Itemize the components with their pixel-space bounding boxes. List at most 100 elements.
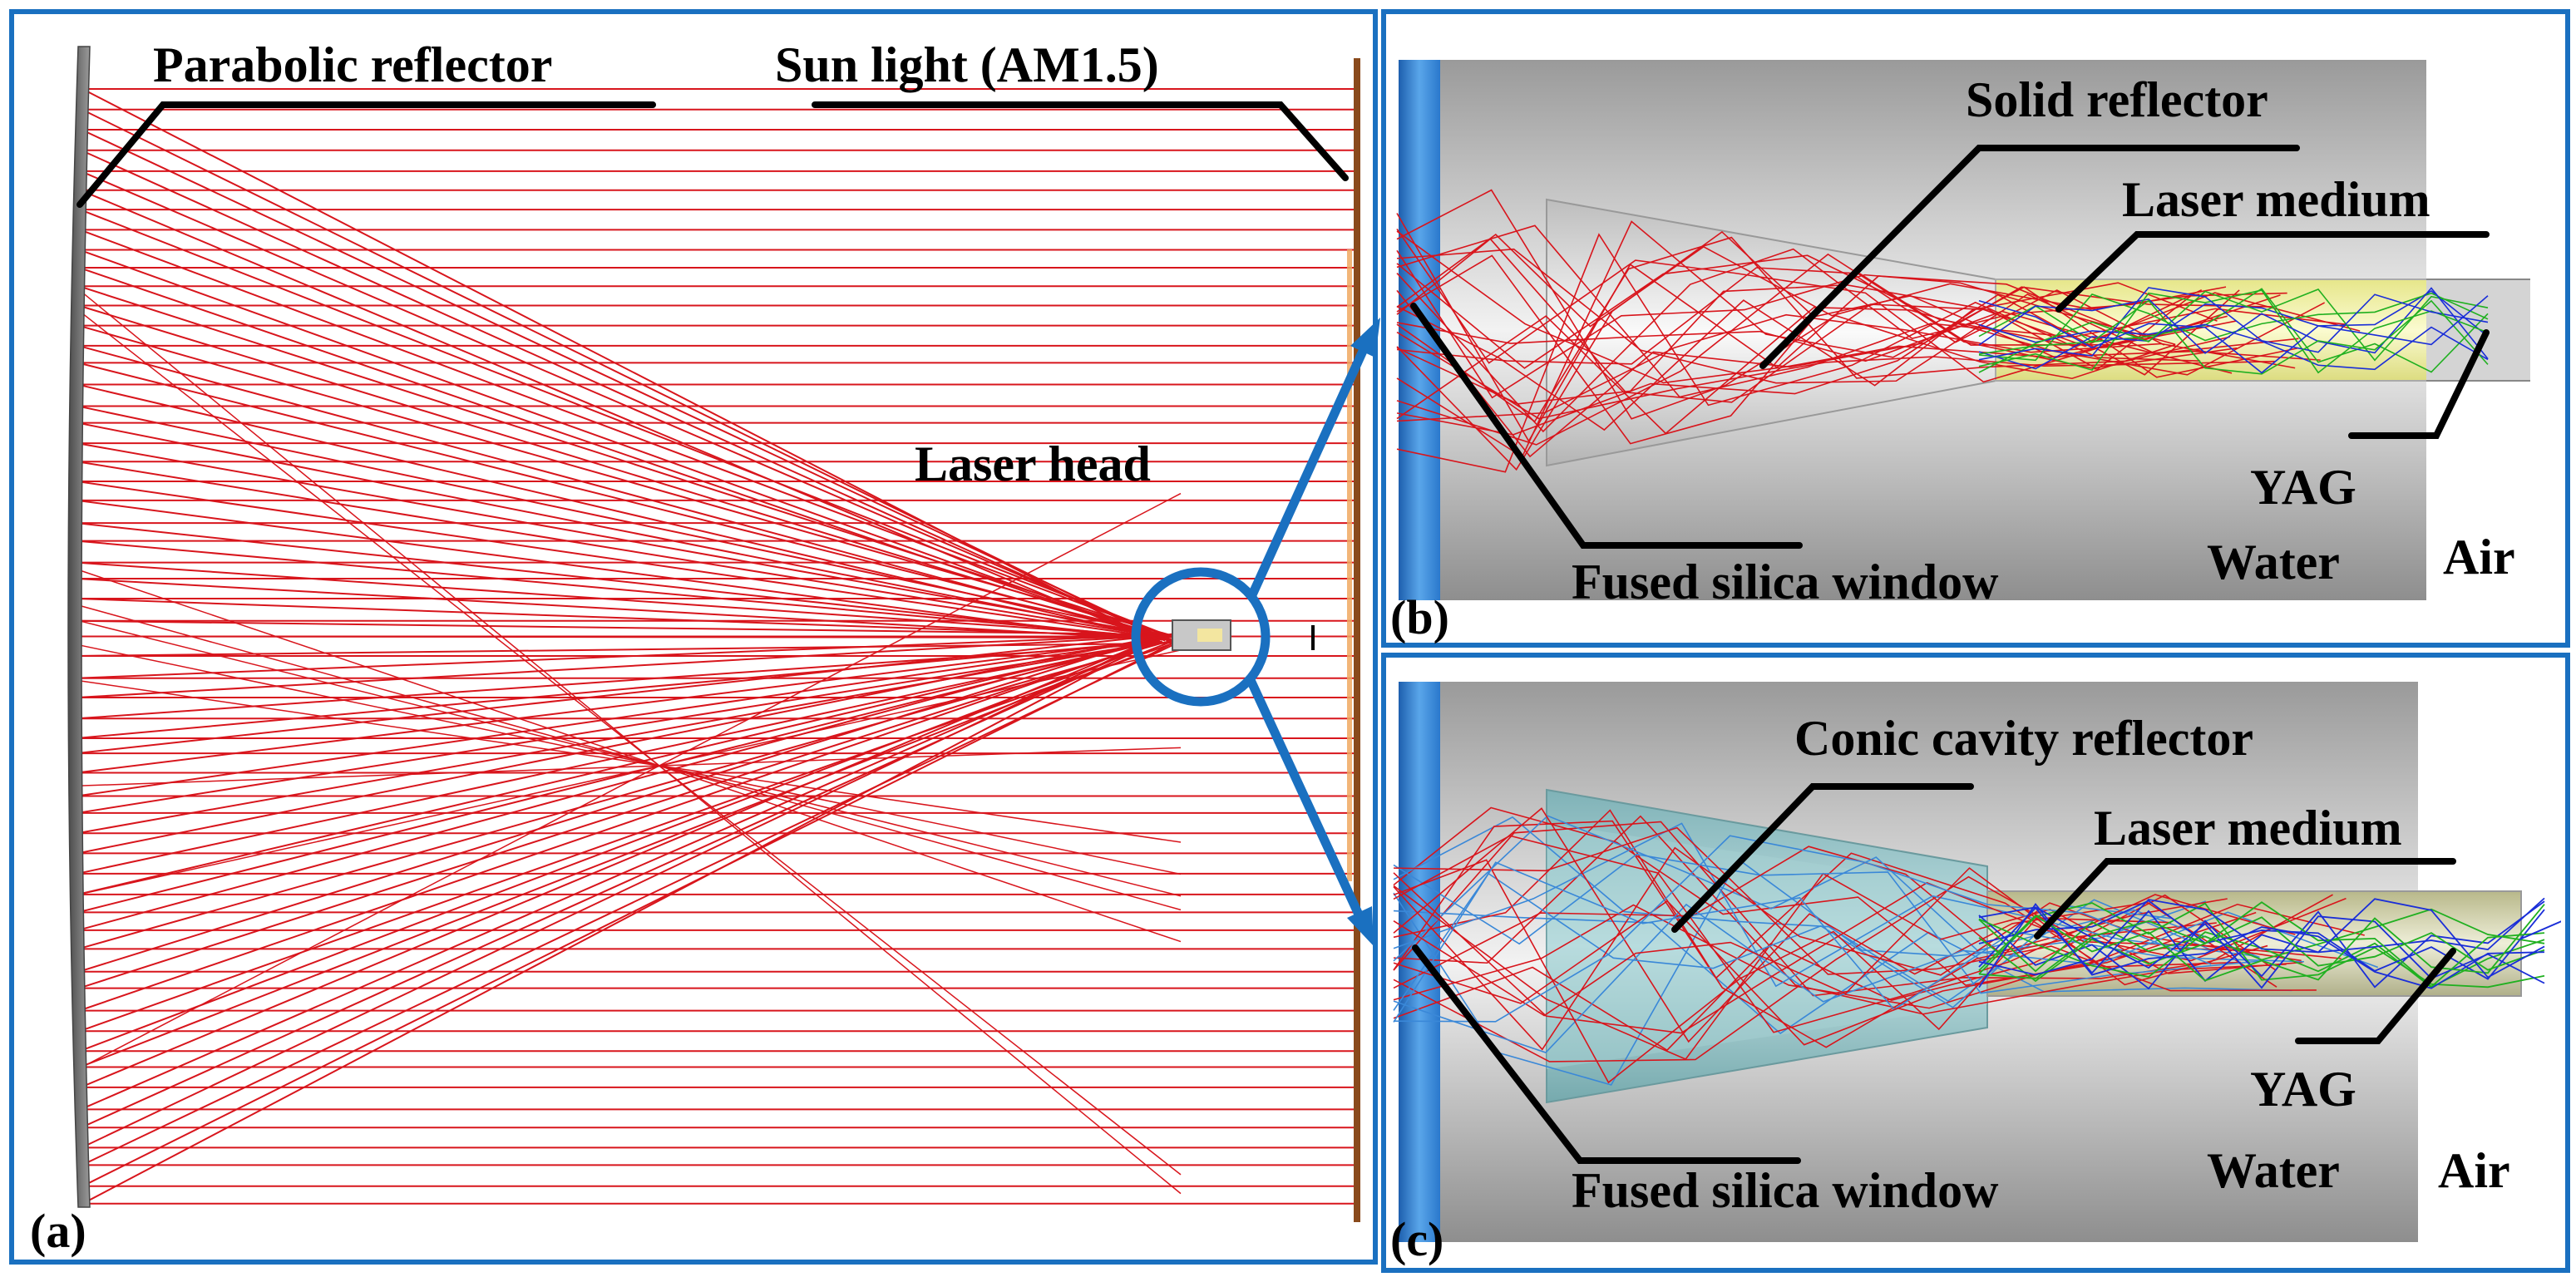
fused-silica-window-c bbox=[1399, 682, 1440, 1242]
ray-c bbox=[1393, 853, 2258, 994]
reflected-ray bbox=[78, 642, 1156, 989]
reflected-ray bbox=[81, 149, 1168, 642]
label-air-c: Air bbox=[2438, 1143, 2510, 1198]
ray-b bbox=[1396, 254, 2165, 445]
ray-c-rod bbox=[1978, 904, 2545, 982]
reflected-ray bbox=[76, 640, 1159, 739]
panel-a-tag: (a) bbox=[30, 1204, 86, 1258]
ray-b bbox=[1396, 230, 2193, 471]
reflected-ray bbox=[76, 634, 1175, 699]
reflected-ray bbox=[76, 442, 1162, 636]
label-yag-b: YAG bbox=[2250, 460, 2356, 515]
ray-c bbox=[1393, 904, 2256, 1009]
panel-c-rays bbox=[1393, 806, 2561, 1086]
ray-c-rod bbox=[1978, 906, 2545, 989]
stray-ray bbox=[79, 620, 1182, 897]
ray-c-exit bbox=[2519, 920, 2561, 940]
reflected-ray bbox=[76, 619, 1172, 636]
panel-b: Solid reflector Laser medium YAG Fused s… bbox=[1381, 9, 2570, 648]
panel-a-rays bbox=[76, 88, 1354, 1205]
sun-light-plane-highlight bbox=[1347, 249, 1352, 881]
ray-b bbox=[1396, 229, 2237, 383]
reflected-ray bbox=[76, 422, 1175, 641]
panel-c-tag: (c) bbox=[1390, 1212, 1443, 1266]
ray-b bbox=[1396, 213, 2281, 443]
conic-cavity-reflector-c bbox=[1546, 788, 1988, 1104]
ray-c-rod bbox=[1978, 902, 2545, 989]
label-parabolic-reflector: Parabolic reflector bbox=[153, 37, 552, 92]
reflected-ray bbox=[76, 634, 1154, 755]
stray-ray bbox=[79, 569, 1182, 943]
stray-ray bbox=[79, 604, 1182, 911]
panel-b-rays bbox=[1396, 189, 2489, 473]
reflected-ray bbox=[77, 634, 1177, 895]
panel-b-tag: (b) bbox=[1390, 590, 1449, 644]
ray-c bbox=[1393, 861, 2304, 1023]
ray-b-rod bbox=[1978, 287, 2489, 361]
label-water-c: Water bbox=[2207, 1143, 2340, 1198]
ray-b bbox=[1396, 313, 2296, 422]
label-water-b: Water bbox=[2207, 535, 2340, 589]
reflected-ray bbox=[77, 362, 1167, 638]
label-yag-c: YAG bbox=[2250, 1062, 2356, 1117]
label-fused-silica-window-b: Fused silica window bbox=[1572, 555, 1999, 609]
reflected-ray bbox=[80, 189, 1154, 642]
ray-c bbox=[1393, 846, 2302, 1051]
arrow-head-c bbox=[1347, 906, 1374, 946]
ray-b bbox=[1396, 267, 2228, 365]
label-solid-reflector: Solid reflector bbox=[1966, 72, 2268, 127]
stray-ray bbox=[79, 747, 1182, 786]
ray-b bbox=[1396, 254, 2361, 369]
ray-b-rod bbox=[1978, 288, 2489, 373]
reflected-ray bbox=[76, 597, 1172, 638]
stray-ray bbox=[79, 649, 1182, 895]
reflected-ray bbox=[79, 249, 1168, 642]
label-laser-medium-c: Laser medium bbox=[2094, 801, 2402, 855]
reflected-ray bbox=[76, 481, 1167, 640]
reflected-ray bbox=[76, 561, 1170, 638]
ray-c bbox=[1393, 835, 2296, 1033]
ray-b bbox=[1396, 302, 2325, 435]
ray-b bbox=[1396, 282, 2218, 431]
reflected-ray bbox=[78, 267, 1175, 643]
reflected-ray bbox=[82, 638, 1156, 1205]
laser-head-rod bbox=[1197, 629, 1222, 642]
panel-b-callouts bbox=[1410, 145, 2490, 549]
reflected-ray bbox=[76, 635, 1156, 638]
ray-b bbox=[1396, 331, 2275, 420]
reflected-ray bbox=[81, 642, 1177, 1166]
ray-c bbox=[1393, 806, 2257, 986]
magnify-arrows bbox=[1246, 318, 1380, 946]
detector-mark bbox=[1311, 625, 1315, 650]
ray-c bbox=[1393, 835, 2212, 1023]
panel-a-callouts bbox=[76, 101, 1349, 208]
reflected-ray bbox=[76, 637, 1169, 797]
ray-c bbox=[1393, 826, 2317, 992]
stray-ray bbox=[79, 680, 1182, 843]
ray-b bbox=[1396, 220, 2298, 458]
reflected-ray bbox=[76, 641, 1174, 720]
reflected-ray bbox=[80, 634, 1162, 1088]
reflected-ray bbox=[76, 578, 1161, 641]
reflected-ray bbox=[80, 638, 1161, 1111]
ray-b bbox=[1396, 238, 2238, 403]
air-region-b bbox=[2426, 279, 2530, 381]
stray-ray bbox=[79, 310, 1182, 1176]
reflected-ray bbox=[76, 540, 1169, 640]
label-laser-head: Laser head bbox=[915, 436, 1151, 491]
ray-c bbox=[1393, 872, 2347, 1034]
reflected-ray bbox=[80, 170, 1162, 637]
reflected-ray bbox=[77, 642, 1152, 875]
panel-c-callouts bbox=[1412, 783, 2456, 1164]
parabolic-mirror bbox=[67, 46, 91, 1208]
reflected-ray bbox=[79, 640, 1162, 1053]
ray-b-rod bbox=[1978, 295, 2489, 374]
reflected-ray bbox=[79, 209, 1176, 639]
ray-b bbox=[1396, 233, 2201, 473]
reflected-ray bbox=[81, 641, 1175, 1187]
label-air-b: Air bbox=[2443, 530, 2515, 584]
reflected-ray bbox=[76, 638, 1158, 774]
ray-c-rod bbox=[1978, 898, 2545, 979]
sun-light-plane bbox=[1354, 58, 1360, 1222]
